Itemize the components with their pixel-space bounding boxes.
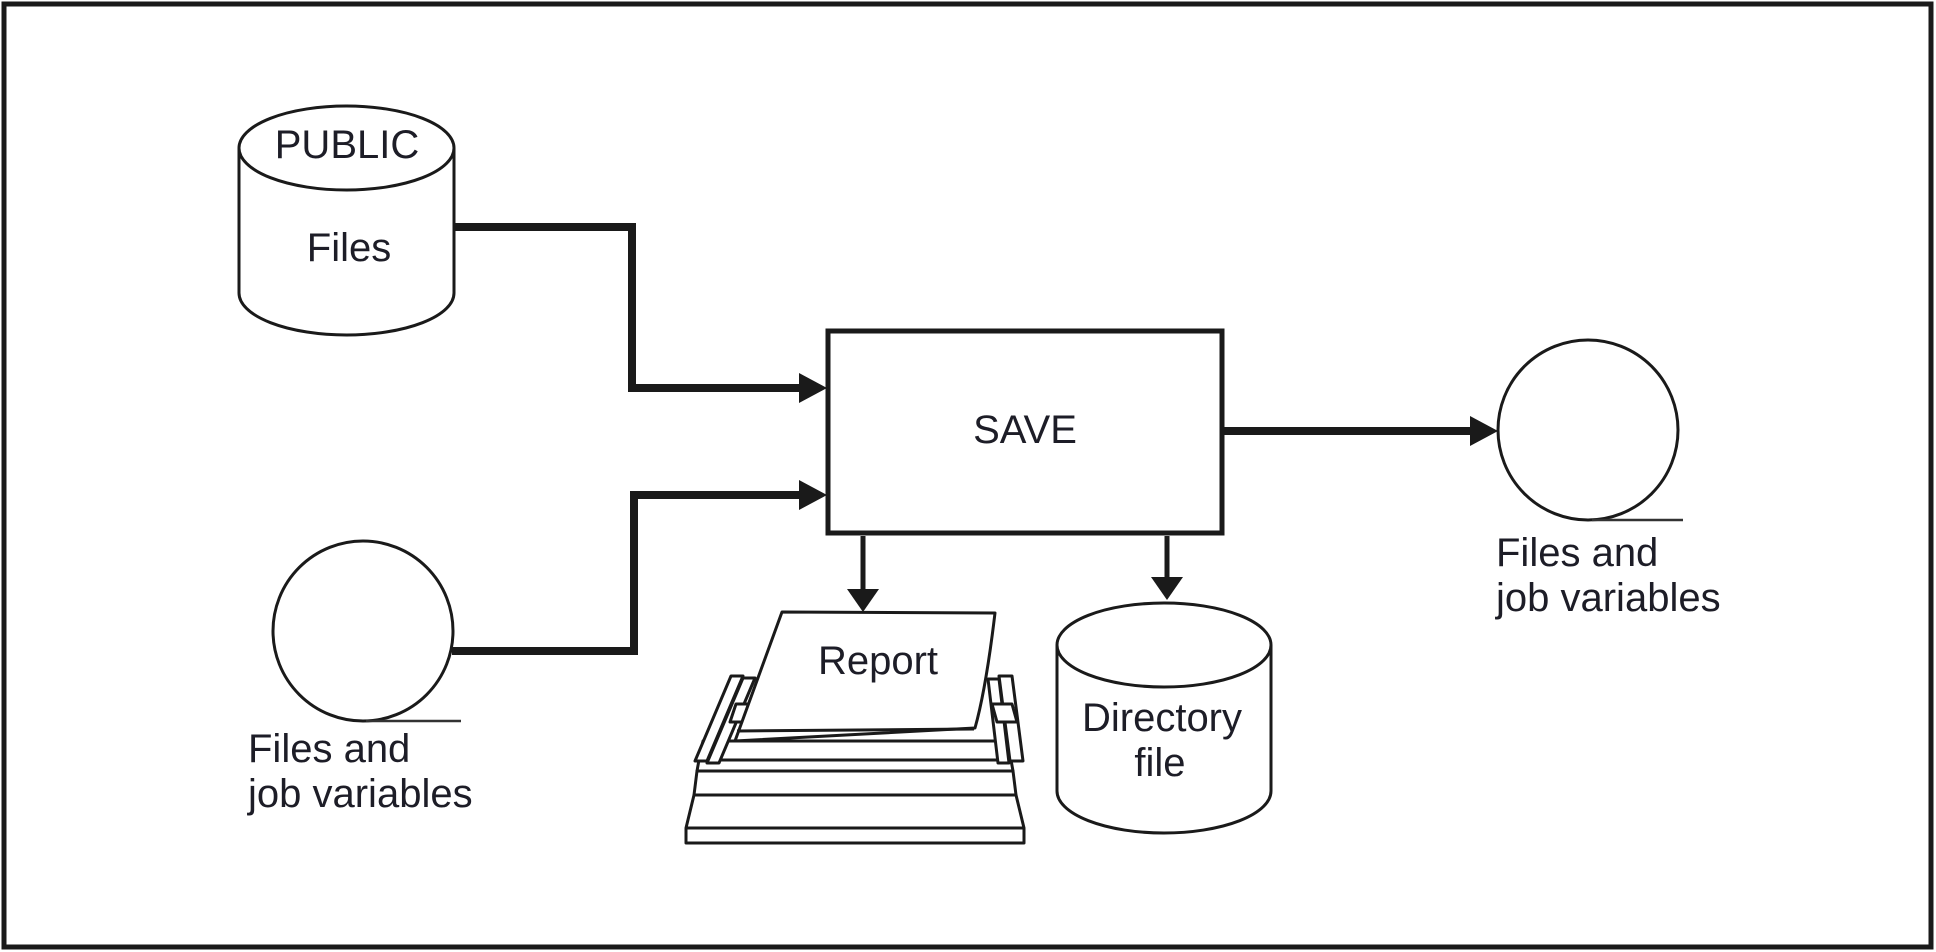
public-db-title: PUBLIC	[275, 123, 420, 167]
arrow-save-to-directory	[1151, 536, 1183, 600]
files-job-variables-left-tape: Files and job variables	[247, 539, 473, 816]
left-tape-caption-line1: Files and	[248, 727, 410, 771]
right-tape-caption-line2: job variables	[1495, 576, 1721, 620]
report-sheet	[733, 610, 997, 743]
arrow-public-to-save	[454, 223, 827, 403]
printer-base	[684, 793, 1026, 845]
directory-db-label-line1: Directory	[1082, 696, 1242, 740]
right-tape-caption-line1: Files and	[1496, 531, 1658, 575]
save-process-box: SAVE	[825, 328, 1225, 536]
arrow-line	[454, 223, 800, 392]
cylinder-body	[1055, 645, 1273, 835]
report-label: Report	[818, 639, 938, 683]
cylinder-body	[237, 148, 456, 337]
arrow-left-tape-to-save	[452, 480, 827, 655]
directory-db-label-line2: file	[1134, 741, 1185, 785]
arrowhead-icon	[1470, 416, 1498, 446]
files-job-variables-right-tape: Files and job variables	[1495, 338, 1721, 620]
arrow-save-to-right-tape	[1224, 416, 1498, 446]
arrowhead-icon	[799, 480, 827, 510]
cylinder-top	[237, 104, 456, 192]
public-files-cylinder: PUBLIC Files	[237, 104, 456, 337]
printer-band	[692, 769, 1018, 797]
save-label: SAVE	[973, 408, 1077, 452]
tape-circle	[271, 539, 455, 723]
directory-file-cylinder: Directory file	[1055, 601, 1273, 835]
cylinder-top	[1055, 601, 1273, 689]
arrow-line	[452, 491, 800, 655]
printer-feed-slot	[736, 727, 975, 733]
left-tape-caption-line2: job variables	[247, 772, 473, 816]
tape-circle	[1496, 338, 1680, 522]
printer-tray-front	[697, 739, 1013, 762]
public-db-label: Files	[307, 226, 391, 270]
printer-right-clip	[990, 702, 1019, 724]
arrowhead-icon	[847, 589, 879, 612]
arrow-save-to-report	[847, 536, 879, 612]
arrowhead-icon	[799, 373, 827, 403]
arrowhead-icon	[1151, 577, 1183, 600]
process-rect	[825, 328, 1225, 536]
printer-band	[695, 758, 1015, 773]
report-printer: Report	[684, 610, 1026, 845]
